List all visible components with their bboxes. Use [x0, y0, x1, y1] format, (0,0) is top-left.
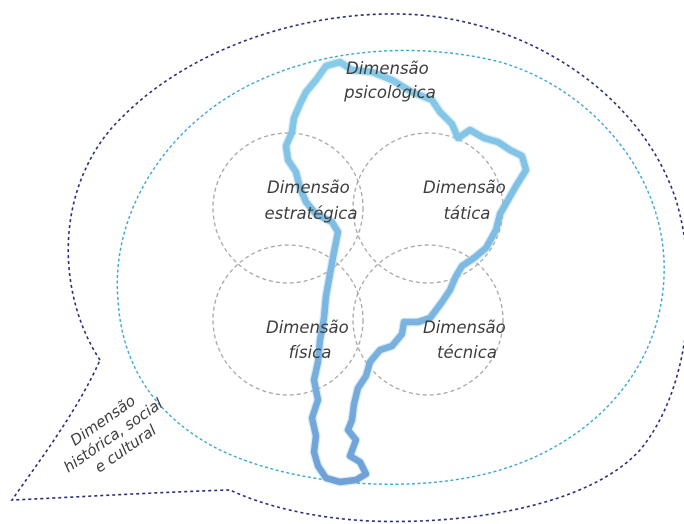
south-america-outline — [281, 57, 531, 487]
circle-estrategica — [212, 132, 364, 284]
label-psicologica: Dimensão psicológica — [343, 59, 436, 102]
inner-speech-bubble — [116, 49, 665, 485]
label-estrategica: Dimensão estratégica — [265, 178, 358, 223]
circle-tecnica — [352, 244, 504, 396]
label-tatica: Dimensão tática — [423, 178, 511, 223]
label-fisica: Dimensão física — [266, 318, 354, 362]
label-historica-social-cultural: Dimensão histórica, social e cultural — [50, 377, 180, 491]
outer-speech-bubble — [10, 13, 684, 523]
circle-fisica — [212, 244, 364, 396]
label-tecnica: Dimensão técnica — [423, 318, 511, 362]
